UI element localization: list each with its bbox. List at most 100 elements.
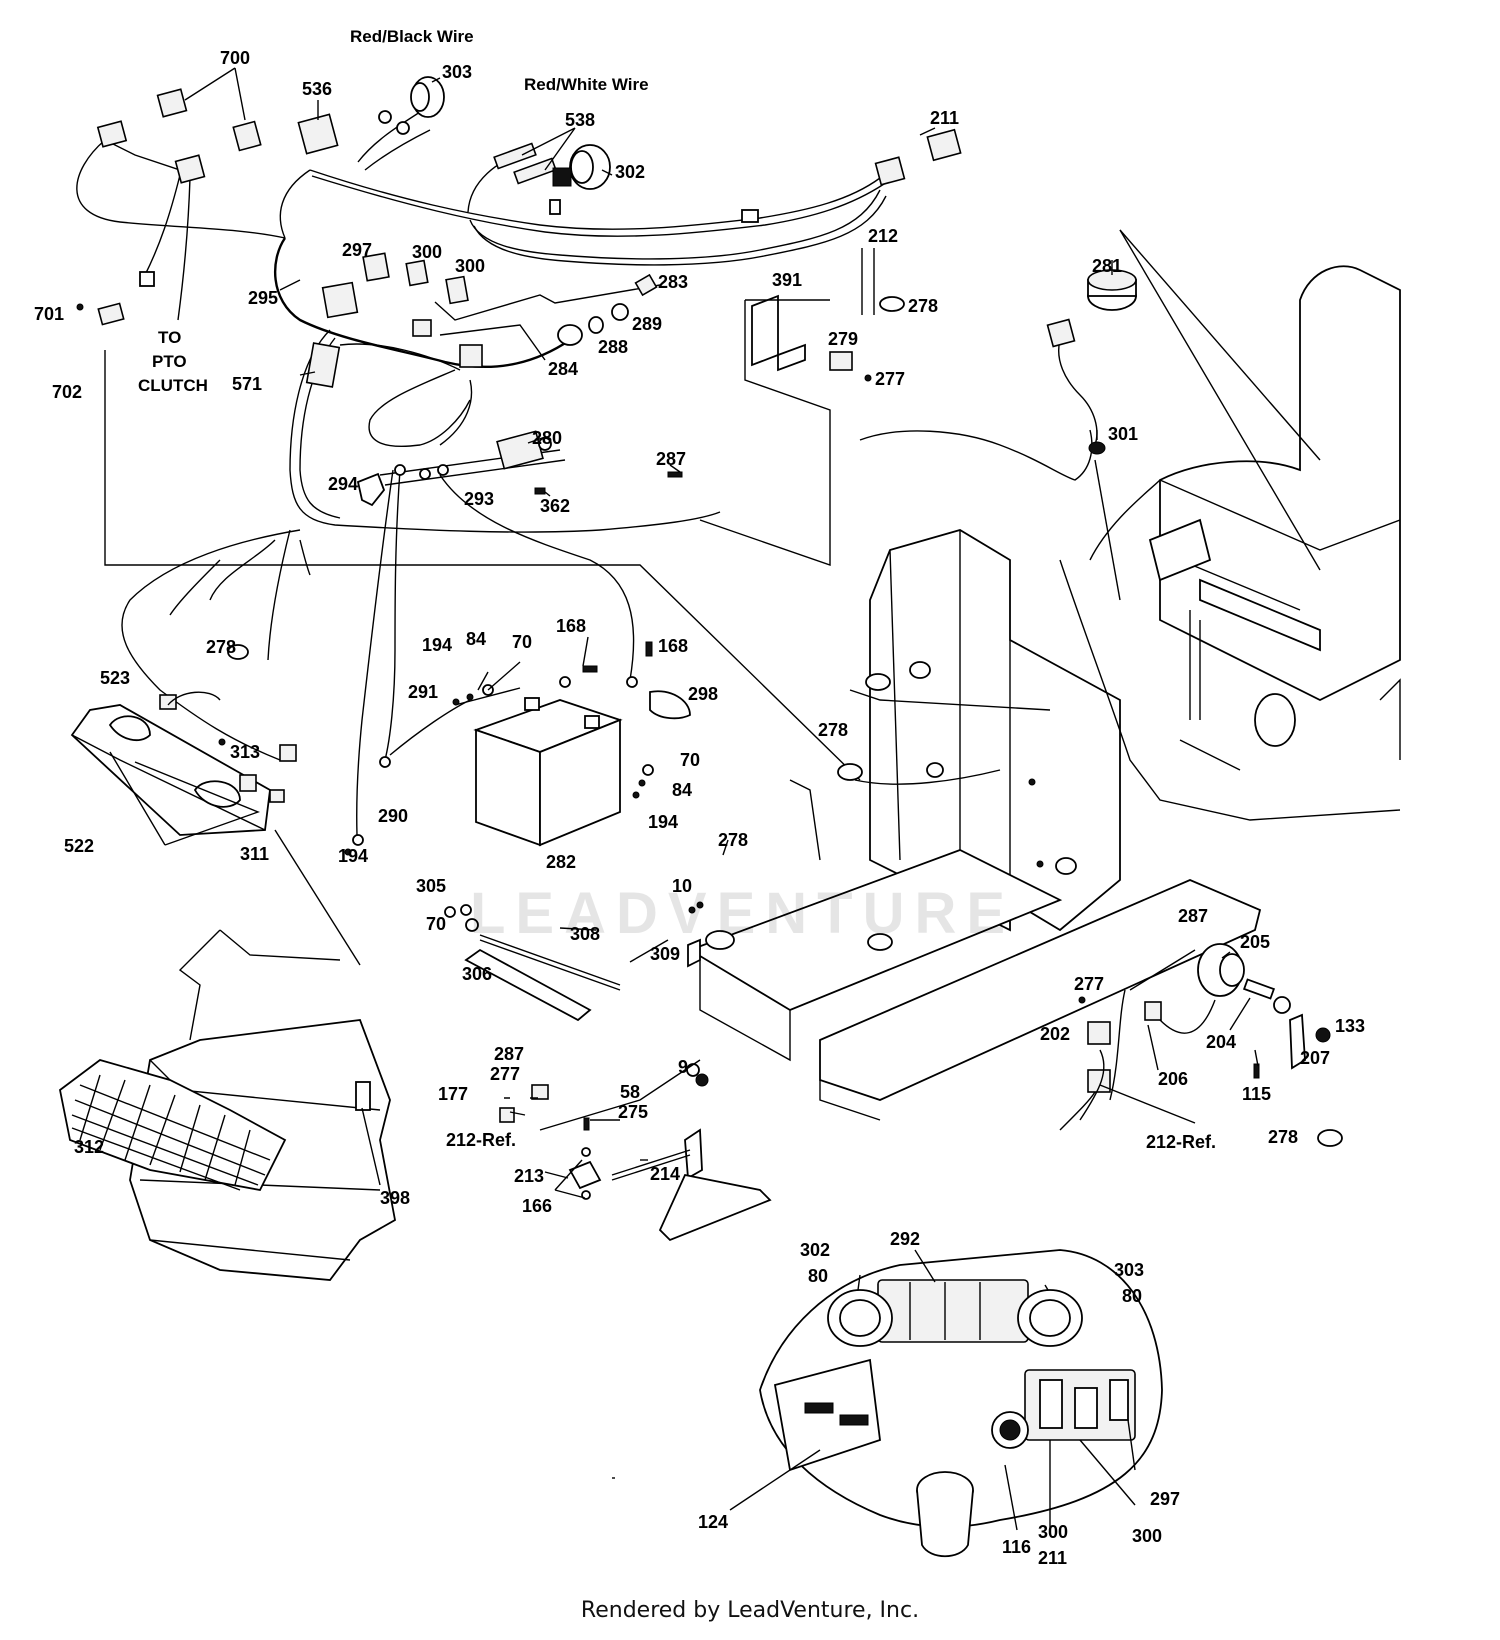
callout-275: 275 bbox=[618, 1102, 648, 1122]
connector-536 bbox=[297, 113, 339, 155]
callout-9: 9 bbox=[678, 1057, 688, 1077]
seat-fender bbox=[1059, 229, 1401, 821]
callout-80: 80 bbox=[1122, 1286, 1142, 1306]
callout-58: 58 bbox=[620, 1082, 640, 1102]
callout-303: 303 bbox=[1114, 1260, 1144, 1280]
callout-206: 206 bbox=[1158, 1069, 1188, 1089]
clip-278-top bbox=[879, 296, 905, 312]
seat-switch-281 bbox=[1046, 269, 1137, 348]
watermark: LEADVENTURE bbox=[470, 881, 1016, 946]
callout-166: 166 bbox=[522, 1196, 552, 1216]
callout-288: 288 bbox=[598, 337, 628, 357]
callout-278: 278 bbox=[718, 830, 748, 850]
callout-298: 298 bbox=[688, 684, 718, 704]
callout-291: 291 bbox=[408, 682, 438, 702]
wiring-harness bbox=[76, 111, 1098, 836]
pto-clutch-note-line1: TO bbox=[158, 328, 181, 347]
callout-302: 302 bbox=[615, 162, 645, 182]
battery-hardware bbox=[344, 641, 691, 856]
callout-283: 283 bbox=[658, 272, 688, 292]
callout-10: 10 bbox=[672, 876, 692, 896]
callout-207: 207 bbox=[1300, 1048, 1330, 1068]
callout-300: 300 bbox=[412, 242, 442, 262]
battery-282 bbox=[473, 697, 623, 847]
callout-202: 202 bbox=[1040, 1024, 1070, 1044]
callout-522: 522 bbox=[64, 836, 94, 856]
callout-312: 312 bbox=[74, 1137, 104, 1157]
callout-300: 300 bbox=[1132, 1526, 1162, 1546]
callout-194: 194 bbox=[648, 812, 678, 832]
callout-303: 303 bbox=[442, 62, 472, 82]
callout-278: 278 bbox=[1268, 1127, 1298, 1147]
callout-295: 295 bbox=[248, 288, 278, 308]
callout-287: 287 bbox=[494, 1044, 524, 1064]
callout-84: 84 bbox=[672, 780, 692, 800]
callout-115: 115 bbox=[1242, 1084, 1271, 1104]
callout-211: 211 bbox=[1038, 1548, 1067, 1568]
callout-70: 70 bbox=[426, 914, 446, 934]
grille-mesh bbox=[71, 1074, 271, 1191]
callout-204: 204 bbox=[1206, 1032, 1236, 1052]
callout-84: 84 bbox=[466, 629, 486, 649]
pto-switch-205 bbox=[1197, 943, 1331, 1079]
leader-lines bbox=[109, 67, 1259, 1479]
callout-292: 292 bbox=[890, 1229, 920, 1249]
callout-281: 281 bbox=[1092, 256, 1122, 276]
callout-700: 700 bbox=[220, 48, 250, 68]
callout-124: 124 bbox=[698, 1512, 728, 1532]
callout-702: 702 bbox=[52, 382, 82, 402]
callout-294: 294 bbox=[328, 474, 358, 494]
callout-213: 213 bbox=[514, 1166, 544, 1186]
key-switch-284-289 bbox=[557, 273, 658, 346]
callout-701: 701 bbox=[34, 304, 64, 324]
boot-294 bbox=[356, 472, 386, 507]
callout-313: 313 bbox=[230, 742, 260, 762]
pto-clutch-note-line2: PTO bbox=[152, 352, 187, 371]
callout-278: 278 bbox=[908, 296, 938, 316]
callout-212-ref: 212-Ref. bbox=[446, 1130, 516, 1150]
rod-308-306 bbox=[444, 901, 735, 1087]
pto-clutch-note-line3: CLUTCH bbox=[138, 376, 208, 395]
callout-297: 297 bbox=[342, 240, 372, 260]
callout-284: 284 bbox=[548, 359, 578, 379]
callout-311: 311 bbox=[240, 844, 269, 864]
callout-293: 293 bbox=[464, 489, 494, 509]
callout-80: 80 bbox=[808, 1266, 828, 1286]
callout-278: 278 bbox=[818, 720, 848, 740]
callout-391: 391 bbox=[772, 270, 802, 290]
grommet-301 bbox=[1088, 441, 1106, 455]
relay-202-206 bbox=[1059, 949, 1343, 1147]
callout-214: 214 bbox=[650, 1164, 680, 1184]
callout-177: 177 bbox=[438, 1084, 468, 1104]
callout-362: 362 bbox=[540, 496, 570, 516]
callout-301: 301 bbox=[1108, 424, 1138, 444]
linkage-214 bbox=[499, 1059, 772, 1242]
callout-70: 70 bbox=[680, 750, 700, 770]
callout-305: 305 bbox=[416, 876, 446, 896]
callout-309: 309 bbox=[650, 944, 680, 964]
footer-credit: Rendered by LeadVenture, Inc. bbox=[580, 1598, 920, 1623]
switches-297-300 bbox=[321, 252, 661, 368]
callout-70: 70 bbox=[512, 632, 532, 652]
callout-306: 306 bbox=[462, 964, 492, 984]
callout-571: 571 bbox=[232, 374, 262, 394]
callout-212-ref: 212-Ref. bbox=[1146, 1132, 1216, 1152]
callout-194: 194 bbox=[338, 846, 368, 866]
red-black-wire-note: Red/Black Wire bbox=[350, 27, 474, 46]
callout-300: 300 bbox=[1038, 1522, 1068, 1542]
callout-297: 297 bbox=[1150, 1489, 1180, 1509]
callout-398: 398 bbox=[380, 1188, 410, 1208]
callout-labels: 700 536 303 538 302 211 212 278 281 297 … bbox=[34, 27, 1365, 1568]
callout-116: 116 bbox=[1002, 1537, 1031, 1557]
callout-279: 279 bbox=[828, 329, 858, 349]
horn-303 bbox=[378, 76, 445, 135]
callout-289: 289 bbox=[632, 314, 662, 334]
fuse-538 bbox=[493, 142, 561, 215]
callout-133: 133 bbox=[1335, 1016, 1365, 1036]
callout-211: 211 bbox=[930, 108, 959, 128]
callout-278: 278 bbox=[206, 637, 236, 657]
bracket-391-279 bbox=[699, 294, 872, 566]
switch-700-group bbox=[96, 88, 262, 287]
callout-205: 205 bbox=[1240, 932, 1270, 952]
chassis-frame bbox=[686, 529, 1262, 1121]
